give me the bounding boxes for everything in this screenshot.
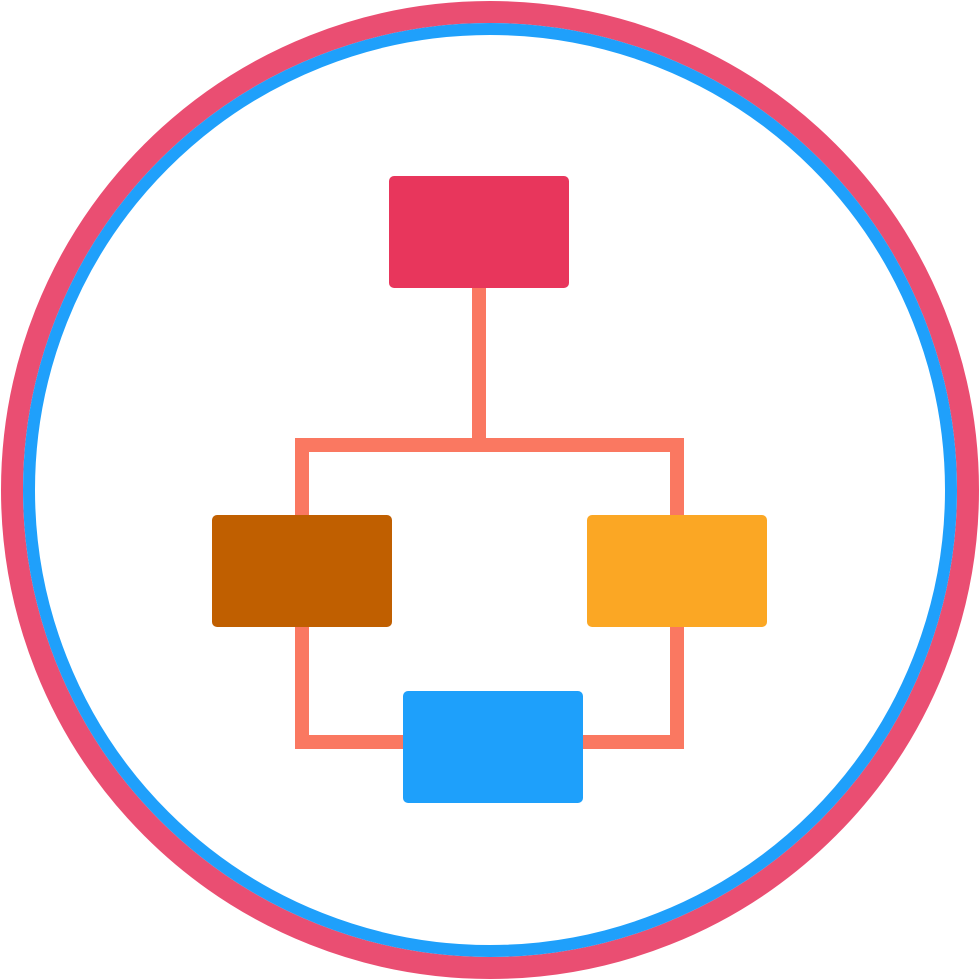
connector-branch-top (295, 438, 684, 517)
connector-left-bottom (295, 626, 405, 749)
flowchart-node-bottom (403, 691, 583, 803)
connectors (295, 287, 684, 749)
flowchart-node-top (389, 176, 569, 288)
flowchart-node-right (587, 515, 767, 627)
inner-ring (23, 23, 957, 957)
flowchart-node-left (212, 515, 392, 627)
connector-right-bottom (582, 626, 684, 749)
